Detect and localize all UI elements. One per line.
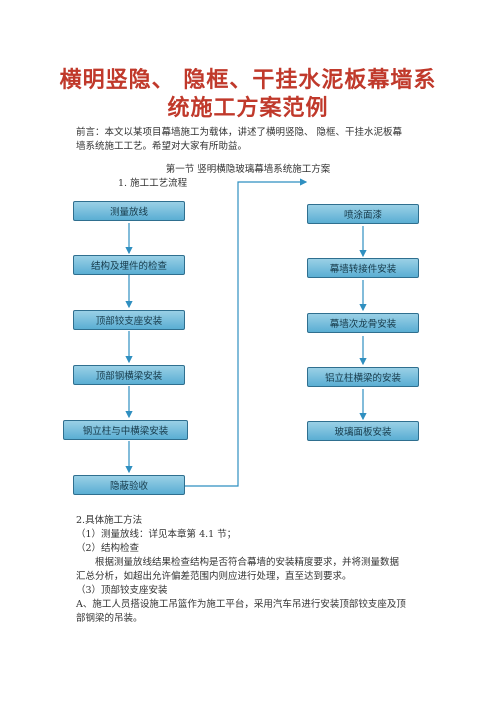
flow-box-adapter: 幕墙转接件安装	[307, 258, 419, 278]
flow-box-top-steel-beam: 顶部钢横梁安装	[73, 365, 185, 385]
flow-box-steel-column: 钢立柱与中横梁安装	[63, 420, 188, 440]
arrow-6-to-right	[185, 178, 308, 487]
method-item2: （2）结构检查	[76, 543, 140, 554]
doc-title-line2: 统施工方案范例	[167, 96, 329, 121]
flow-box-top-hinge-support: 顶部铰支座安装	[73, 310, 185, 330]
flow-box-aluminum-column: 铝立柱横梁的安装	[307, 367, 419, 387]
doc-title-line1: 横明竖隐、 隐框、干挂水泥板幕墙系	[59, 68, 437, 93]
step1-heading: 1. 施工工艺流程	[118, 178, 188, 189]
method-item3: （3）顶部铰支座安装	[76, 585, 168, 596]
method-item1: （1）测量放线：详见本章第 4.1 节；	[76, 529, 237, 540]
method-itemA-line2: 部钢梁的吊装。	[76, 613, 143, 624]
method-itemA-line1: A、施工人员搭设施工吊篮作为施工平台，采用汽车吊进行安装顶部铰支座及顶	[76, 599, 406, 610]
flow-box-structure-check: 结构及埋件的检查	[73, 255, 185, 275]
flow-box-survey: 测量放线	[73, 201, 185, 221]
flow-box-secondary-keel: 幕墙次龙骨安装	[307, 313, 419, 333]
intro-line1: 前言：本文以某项目幕墙施工为载体，讲述了横明竖隐、 隐框、干挂水泥板幕	[76, 127, 403, 138]
intro-line2: 墙系统施工工艺。希望对大家有所助益。	[76, 141, 248, 152]
flow-box-glass-panel: 玻璃面板安装	[307, 421, 419, 441]
section-title: 第一节 竖明横隐玻璃幕墙系统施工方案	[165, 164, 331, 175]
method-heading: 2.具体施工方法	[76, 515, 143, 526]
flow-box-concealed-acceptance: 隐蔽验收	[73, 475, 185, 495]
flow-box-topcoat: 喷涂面漆	[307, 204, 419, 224]
method-item2-text1: 根据测量放线结果检查结构是否符合幕墙的安装精度要求，并将测量数据	[95, 557, 400, 568]
method-item2-text2: 汇总分析，如超出允许偏差范围内则应进行处理，直至达到要求。	[76, 571, 352, 582]
